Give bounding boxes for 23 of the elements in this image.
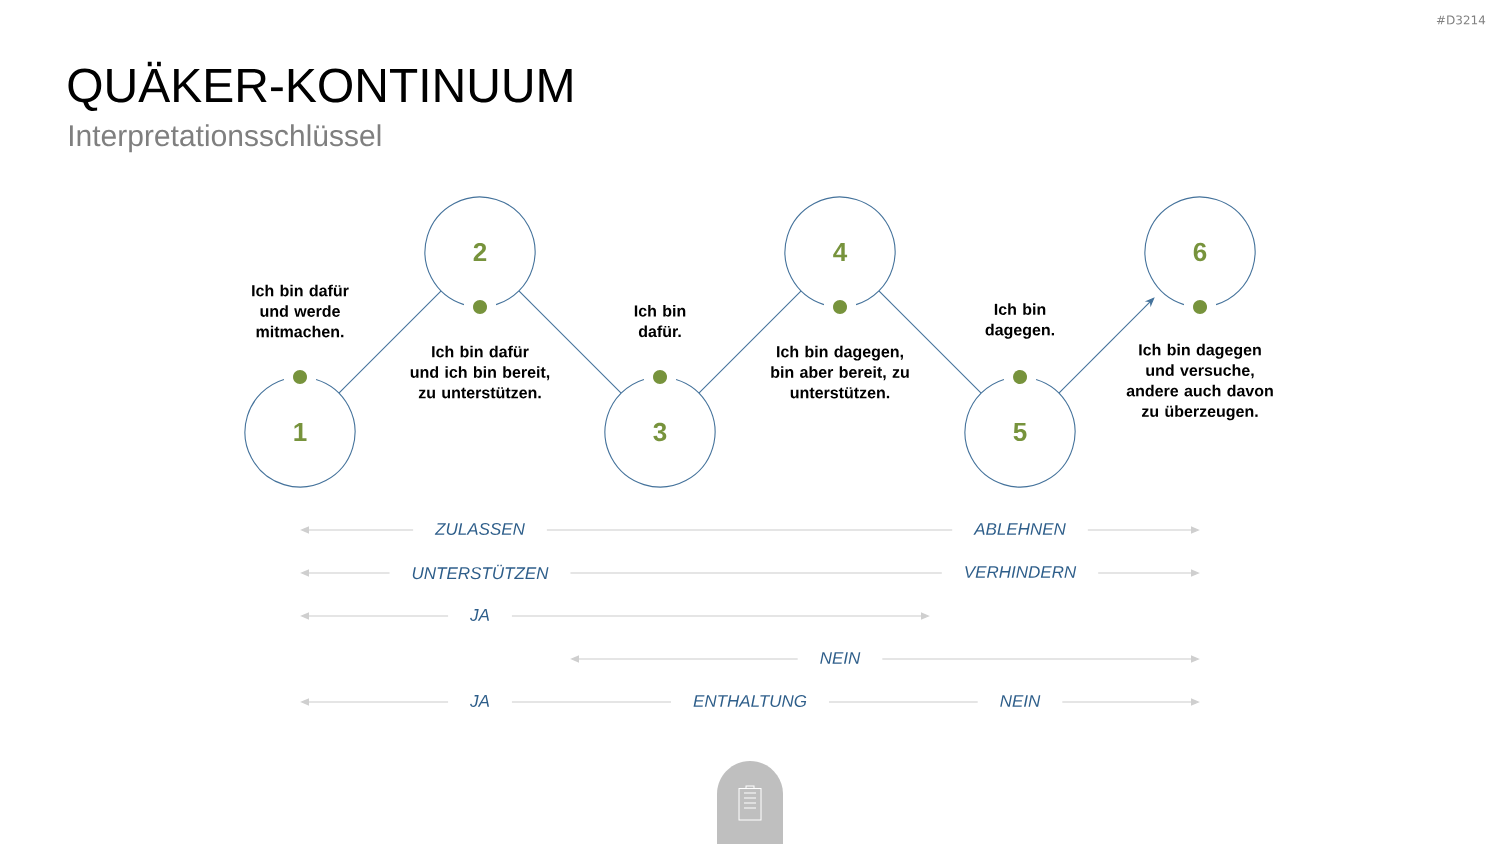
connector-line [1058,297,1155,394]
scale-label: ENTHALTUNG [671,692,829,711]
description-text: Ich bin dagegen und versuche, andere auch davon zu überzeugen. [1126,343,1273,421]
description-text: Ich bin dafür und werde mitmachen. [252,284,349,338]
scale-label: NEIN [797,649,883,667]
description-text: Ich bin dafür. [634,304,686,338]
subtitle: Interpretationsschlüssel [70,124,381,153]
description-text: Ich bin dagegen. [985,303,1054,339]
description-text: Ich bin dagegen, bin aber bereit, zu unterstützen. [771,345,909,399]
scale-label: VERHINDERN [941,563,1099,581]
scale-label: ZULASSEN [413,520,547,539]
scale-label: NEIN [977,692,1063,710]
reference-code: #D3214 [1436,15,1486,25]
connector-line [878,290,982,394]
connector-line [338,290,442,394]
scale-label: ABLEHNEN [952,520,1088,538]
scale-label: UNTERSTÜTZEN [389,561,571,583]
title: QUÄKER-KONTINUUM [68,61,572,112]
connector-line [698,290,802,394]
scale-label: JA [448,606,512,624]
scale-label: JA [448,692,512,710]
description-text: Ich bin dafür und ich bin bereit, zu unterstützen. [410,345,550,399]
connector-line [518,290,622,394]
